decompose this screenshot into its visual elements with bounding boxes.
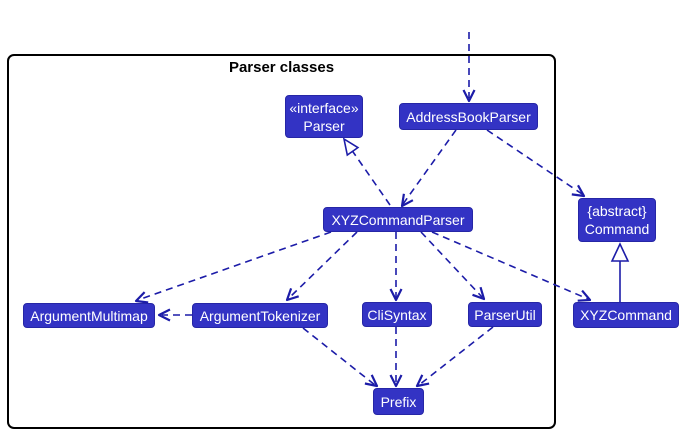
class-argument-multimap: ArgumentMultimap (23, 303, 155, 328)
xyz-command-name: XYZCommand (580, 307, 672, 323)
class-parser-interface: «interface» Parser (285, 95, 363, 138)
class-argument-tokenizer: ArgumentTokenizer (192, 303, 328, 328)
xyz-command-parser-name: XYZCommandParser (331, 211, 465, 228)
prefix-name: Prefix (380, 393, 417, 410)
edge-xyzcommand-extends-command (610, 242, 630, 302)
frame-title: Parser classes (228, 59, 335, 76)
argument-tokenizer-name: ArgumentTokenizer (199, 307, 321, 324)
class-address-book-parser: AddressBookParser (399, 103, 538, 130)
parser-interface-name: Parser (303, 117, 345, 134)
argument-multimap-name: ArgumentMultimap (30, 307, 148, 324)
cli-syntax-name: CliSyntax (367, 306, 427, 323)
class-parser-util: ParserUtil (468, 302, 542, 327)
class-prefix: Prefix (373, 388, 424, 415)
class-command-abstract: {abstract} Command (578, 198, 656, 242)
class-cli-syntax: CliSyntax (362, 302, 432, 327)
parser-util-name: ParserUtil (474, 306, 536, 323)
class-xyz-command-parser: XYZCommandParser (323, 207, 473, 232)
command-stereotype: {abstract} (587, 203, 647, 219)
class-xyz-command: XYZCommand (573, 302, 679, 328)
address-book-parser-name: AddressBookParser (406, 108, 531, 125)
parser-interface-stereotype: «interface» (289, 99, 359, 116)
command-name: Command (584, 221, 650, 237)
